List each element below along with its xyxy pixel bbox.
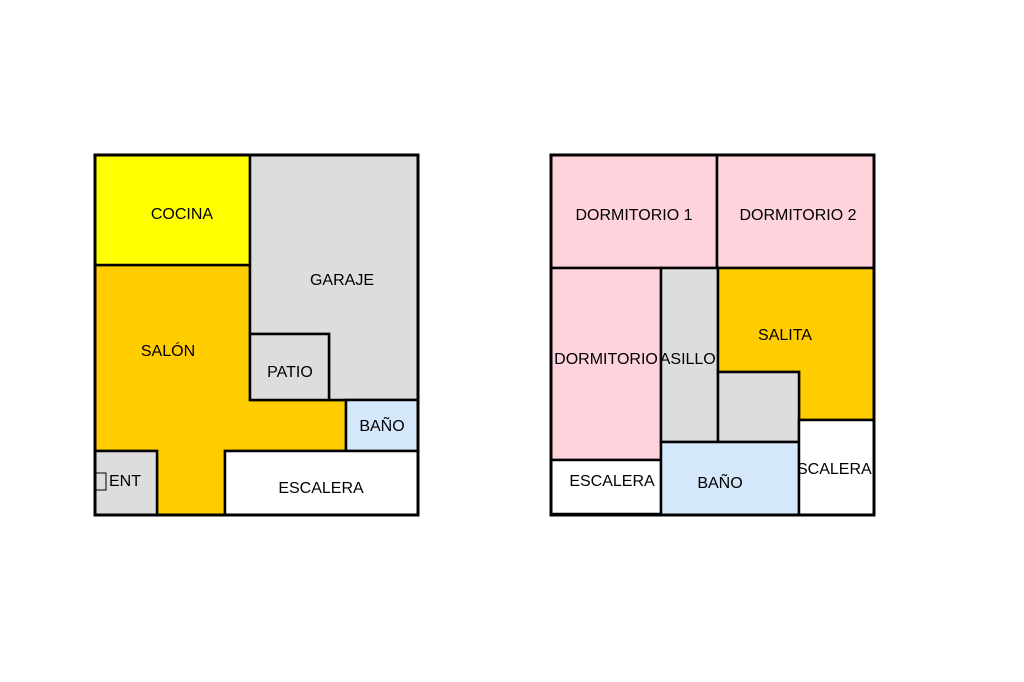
label-salon: SALÓN [141, 341, 195, 360]
label-salita: SALITA [758, 327, 812, 344]
label-dormitorio-2: DORMITORIO 2 [739, 207, 856, 224]
entrance-door-icon [96, 472, 107, 491]
room-escalera [223, 449, 420, 517]
label-cocina: COCINA [151, 206, 214, 223]
upper-floor-outer-wall [549, 153, 876, 517]
upper-floor-plan: DORMITORIO 1 DORMITORIO 2 DORMITORIO PAS… [549, 153, 876, 517]
room-patio [248, 332, 331, 402]
room-dormitorio-1 [549, 153, 719, 270]
label-patio: PATIO [267, 364, 313, 381]
label-dormitorio-3: DORMITORIO [554, 351, 658, 368]
label-pasillo: PASILLO [650, 351, 716, 368]
label-bano: BAÑO [359, 415, 404, 435]
label-ent: ENT [109, 473, 141, 490]
label-escalera: ESCALERA [278, 480, 364, 497]
room-dormitorio-3 [549, 266, 663, 462]
label-garaje: GARAJE [310, 272, 374, 289]
label-escalera-left: ESCALERA [569, 473, 655, 490]
ground-floor-outer-wall [93, 153, 420, 517]
label-escalera-right: ESCALERA [786, 461, 872, 478]
room-distribuidor [716, 370, 801, 444]
label-bano-upper: BAÑO [697, 472, 742, 492]
room-bano-upper [659, 440, 801, 517]
ground-floor-plan: COCINA SALÓN GARAJE PATIO BAÑO ENT ESCAL… [93, 153, 420, 517]
label-dormitorio-1: DORMITORIO 1 [575, 207, 692, 224]
